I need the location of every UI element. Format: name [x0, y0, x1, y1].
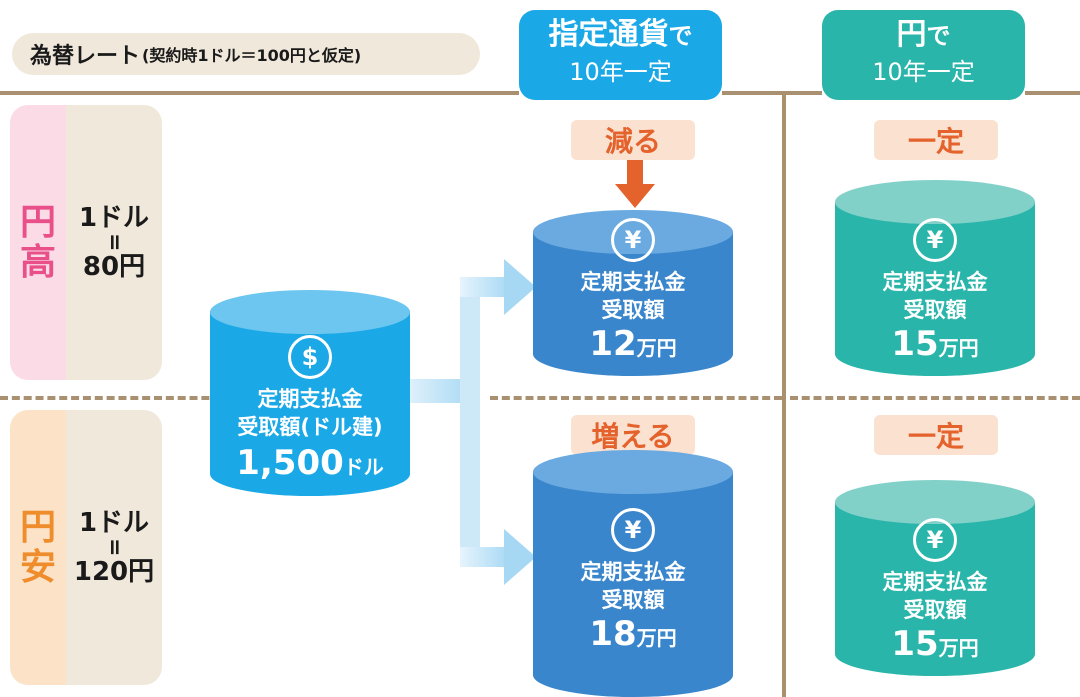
rate-title: 為替レート — [30, 44, 141, 69]
row-label-char: 円 — [19, 506, 56, 548]
column-header-foreign: 指定通貨で 10年一定 — [519, 10, 722, 100]
flow-trunk — [460, 277, 480, 567]
foreign-weak-unit: 万円 — [636, 626, 677, 650]
yen-strong-cylinder — [835, 180, 1035, 376]
foreign-weak-amount: 18 — [589, 614, 637, 654]
row-rate-strong-yen: 1ドル = 80円 — [66, 105, 162, 380]
foreign-strong-label-2: 受取額 — [601, 298, 665, 322]
yen-title-suffix: で — [926, 22, 951, 50]
yen-weak-label-2: 受取額 — [903, 598, 967, 622]
foreign-title-suffix: で — [668, 22, 693, 50]
row-divider-right — [790, 396, 1080, 400]
foreign-title: 指定通貨 — [548, 17, 669, 52]
rate-line: 1ドル — [78, 508, 150, 539]
source-label-1: 定期支払金 — [257, 387, 363, 411]
foreign-weak-label-2: 受取額 — [601, 588, 665, 612]
yen-strong-label-1: 定期支払金 — [882, 270, 988, 294]
column-divider — [782, 95, 786, 697]
yen-strong-amount: 15 — [891, 324, 939, 364]
yen-subtitle: 10年一定 — [872, 58, 975, 86]
row-label-char: 高 — [19, 241, 56, 283]
exchange-rate-header: 為替レート (契約時1ドル＝100円と仮定) — [12, 33, 480, 75]
foreign-subtitle: 10年一定 — [569, 58, 672, 86]
rate-line: 80円 — [82, 251, 146, 282]
source-unit: ドル — [343, 455, 384, 479]
down-arrow-icon — [615, 160, 655, 208]
dollar-icon: $ — [288, 335, 332, 379]
row-label-weak-yen: 円 安 — [10, 410, 66, 685]
yen-weak-amount: 15 — [891, 624, 939, 664]
source-cylinder-text: $ 定期支払金 受取額(ドル建) 1,500ドル — [210, 335, 410, 489]
source-amount: 1,500 — [236, 443, 344, 483]
header-divider-left — [0, 91, 519, 95]
foreign-weak-cylinder — [533, 450, 733, 697]
yen-strong-label-2: 受取額 — [903, 298, 967, 322]
tag-fixed-upper: 一定 — [874, 120, 998, 160]
tag-increase: 増える — [571, 415, 695, 455]
flow-arrowhead-upper — [504, 259, 536, 315]
row-divider-mid — [490, 396, 782, 400]
source-cylinder — [210, 290, 410, 496]
yen-icon: ¥ — [611, 508, 655, 552]
foreign-weak-label-1: 定期支払金 — [580, 560, 686, 584]
yen-icon: ¥ — [913, 218, 957, 262]
foreign-strong-amount: 12 — [589, 324, 637, 364]
row-label-strong-yen: 円 高 — [10, 105, 66, 380]
row-rate-weak-yen: 1ドル = 120円 — [66, 410, 162, 685]
rate-line: 120円 — [73, 556, 155, 587]
yen-weak-unit: 万円 — [938, 636, 979, 660]
yen-strong-text: ¥ 定期支払金 受取額 15万円 — [835, 218, 1035, 370]
source-label-2: 受取額(ドル建) — [237, 415, 383, 439]
tag-decrease: 減る — [571, 120, 695, 160]
column-header-yen: 円で 10年一定 — [822, 10, 1025, 100]
foreign-strong-label-1: 定期支払金 — [580, 270, 686, 294]
row-label-char: 安 — [19, 546, 56, 588]
yen-weak-label-1: 定期支払金 — [882, 570, 988, 594]
rate-line: 1ドル — [78, 203, 150, 234]
yen-strong-unit: 万円 — [938, 336, 979, 360]
header-divider-mid — [722, 91, 822, 95]
yen-title: 円 — [896, 17, 927, 52]
yen-icon: ¥ — [913, 518, 957, 562]
yen-icon: ¥ — [611, 218, 655, 262]
flow-branch-lower — [460, 547, 510, 567]
yen-weak-text: ¥ 定期支払金 受取額 15万円 — [835, 518, 1035, 670]
rate-note: (契約時1ドル＝100円と仮定) — [142, 46, 362, 65]
foreign-strong-text: ¥ 定期支払金 受取額 12万円 — [533, 218, 733, 370]
flow-arrows — [400, 259, 536, 585]
foreign-weak-text: ¥ 定期支払金 受取額 18万円 — [533, 508, 733, 660]
header-divider-right — [1025, 91, 1080, 95]
flow-arrowhead-lower — [504, 529, 536, 585]
row-label-char: 円 — [19, 201, 56, 243]
flow-branch-upper — [460, 277, 510, 297]
foreign-strong-unit: 万円 — [636, 336, 677, 360]
rate-equals: = — [102, 233, 127, 252]
rate-equals: = — [102, 538, 127, 557]
yen-weak-cylinder — [835, 480, 1035, 676]
tag-fixed-lower: 一定 — [874, 415, 998, 455]
